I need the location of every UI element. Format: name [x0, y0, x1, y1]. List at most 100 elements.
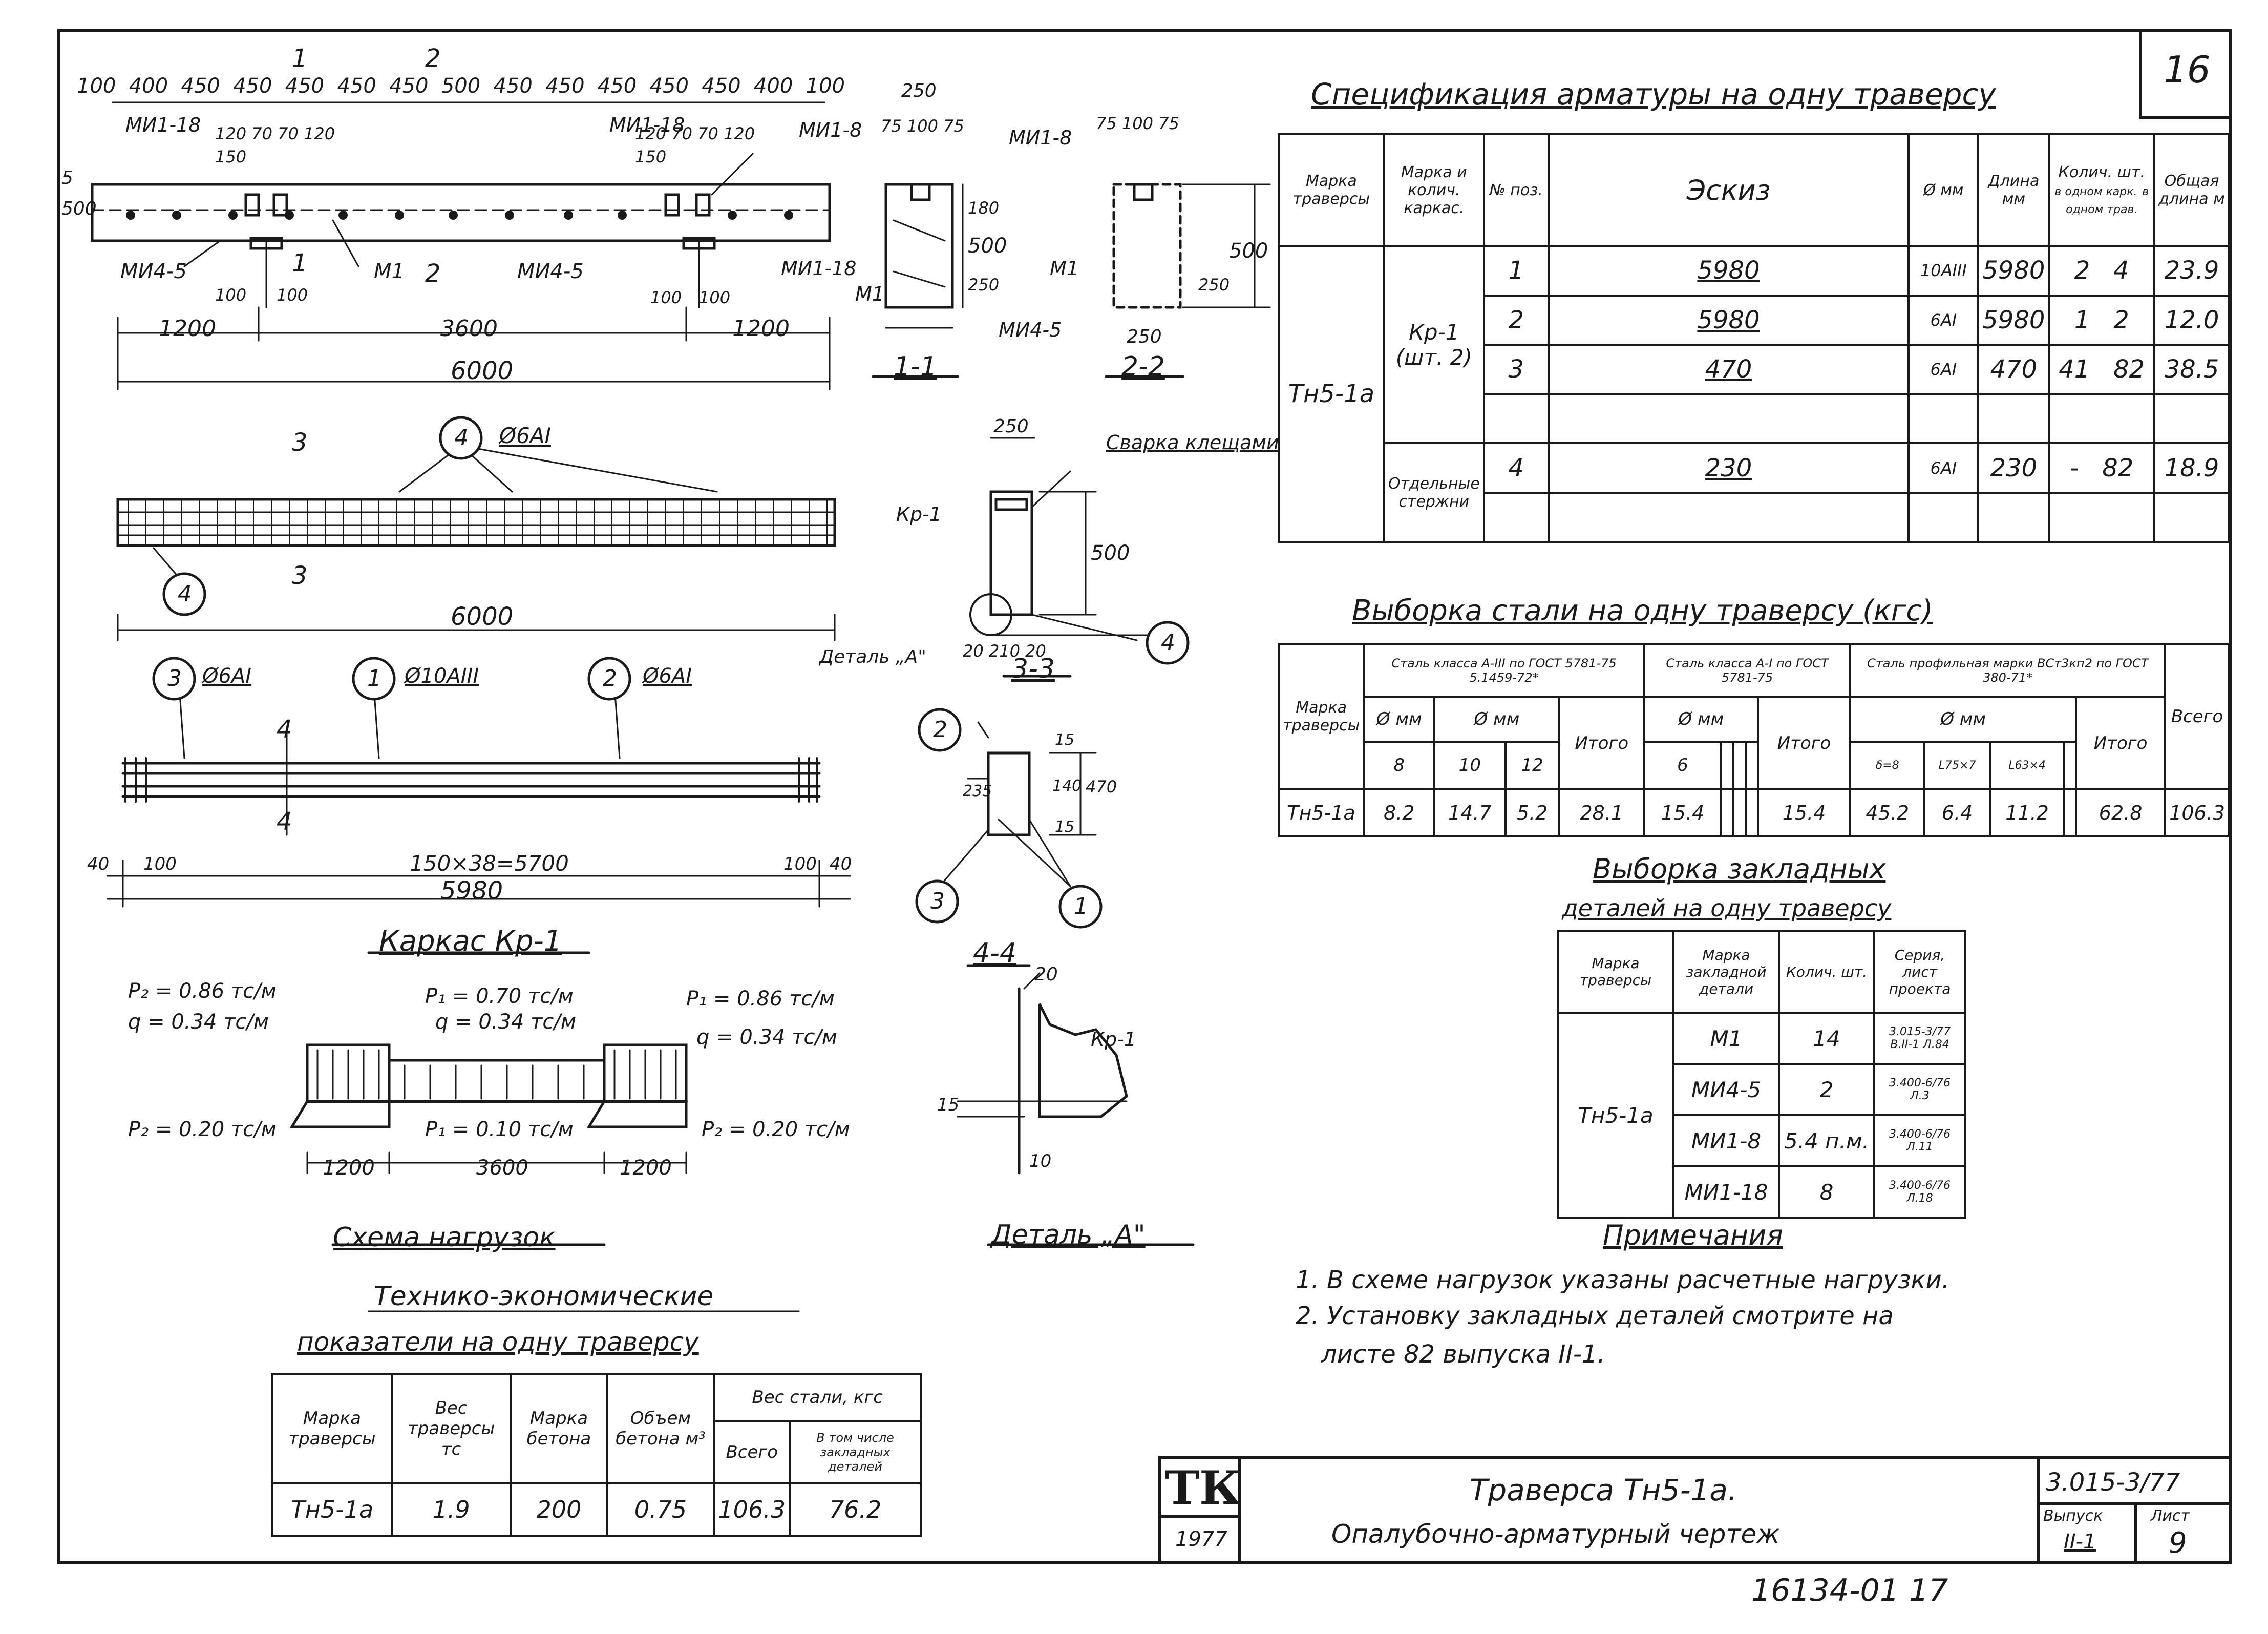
steel-h-itogo-a3: Итого [1558, 696, 1645, 790]
spec-pos: 1 [1482, 245, 1550, 297]
s33-dim-250: 250 [993, 416, 1029, 437]
dim: 20 [1025, 641, 1046, 661]
load-dim-3600: 3600 [476, 1156, 528, 1180]
top-view-dims: 100 400 450 450 450 450 450 500 450 450 … [77, 74, 845, 98]
spec-h-sketch: Эскиз [1547, 133, 1910, 247]
kr1-dim-100r: 100 [783, 854, 817, 874]
steel-trav: Тн5-1а [1277, 788, 1365, 837]
pos-4-circle-a [439, 416, 483, 460]
tech-h-concrete: Марка бетона [510, 1372, 608, 1485]
dim: 450 [702, 74, 741, 98]
dim: 120 [724, 124, 755, 143]
tech-title-1: Технико-экономические [374, 1281, 714, 1312]
pos-4-circle-b [162, 572, 206, 616]
s11-dim-row: 75 100 75 [881, 118, 964, 134]
load-p2-bot-right: P₂ = 0.20 тс/м [702, 1118, 850, 1141]
spec-empty [1482, 491, 1550, 543]
steel-dia: 10 [1433, 740, 1507, 790]
h5-left: 5 [61, 167, 73, 188]
steel-empty [1744, 788, 1759, 837]
dim: 100 [77, 74, 116, 98]
emb-ref: 3.400-6/76 Л.11 [1873, 1114, 1966, 1167]
spec-h-frame: Марка и колич. каркас. [1383, 133, 1485, 247]
da-dim-15: 15 [937, 1095, 960, 1115]
tech-concrete: 200 [510, 1482, 608, 1537]
da-dim-10: 10 [1029, 1151, 1052, 1171]
tech-h-weight: Вес траверсы тс [390, 1372, 512, 1485]
kr1-dim-40r: 40 [830, 854, 852, 874]
s44-dim-140: 140 [1052, 777, 1082, 795]
dim-100-d: 100 [699, 288, 731, 307]
dim: 450 [337, 74, 376, 98]
frame-bar-note: Ø6AI [499, 423, 551, 448]
spec-qty: 1 2 [2048, 294, 2156, 346]
spec-len: 5980 [1977, 245, 2050, 297]
section-2-2-lines [1105, 183, 1271, 378]
tech-h-steel: Вес стали, кгс [713, 1373, 922, 1422]
emb-mark: M1 [1672, 1012, 1780, 1065]
dim: 75 [1096, 114, 1117, 133]
q1: 2 [2074, 256, 2090, 285]
load-scheme-lines [289, 1043, 800, 1312]
kr1-total: 5980 [440, 876, 503, 905]
tech-steel-emb: 76.2 [789, 1482, 922, 1537]
steel-val: 15.4 [1643, 788, 1723, 837]
tech-h-emb: В том числе закладных деталей [789, 1419, 922, 1485]
section-4-4-title: 4-4 [973, 938, 1016, 969]
spec-empty [1482, 393, 1550, 445]
tech-h-total: Всего [713, 1419, 791, 1485]
steel-h-itogo-a1: Итого [1756, 696, 1852, 790]
tech-trav: Тн5-1а [271, 1482, 393, 1537]
s11-dim-180: 180 [968, 198, 1000, 218]
emb-mark: МИ4-5 [1672, 1063, 1780, 1116]
emb-qty: 14 [1778, 1012, 1875, 1065]
tech-title-2: показатели на одну траверсу [297, 1327, 699, 1357]
kr1-pos2: 2 [603, 665, 617, 692]
spec-total: 18.9 [2153, 442, 2230, 494]
spec-h-dia: Ø мм [1907, 133, 1980, 247]
steel-h-a1: Сталь класса A-I по ГОСТ 5781-75 [1643, 642, 1852, 699]
load-p1-bot: P₁ = 0.10 тс/м [425, 1118, 574, 1141]
load-dim-1200b: 1200 [620, 1156, 672, 1180]
dim: 100 [906, 116, 938, 136]
pos-1-circle [352, 657, 396, 701]
dim-6000: 6000 [451, 357, 514, 385]
steel-val: 8.2 [1363, 788, 1436, 837]
dim-100-c: 100 [650, 288, 682, 307]
mi4-5-left: МИ4-5 [120, 260, 187, 283]
steel-h-dia-a3a: Ø мм [1363, 696, 1436, 743]
load-q-right: q = 0.34 тс/м [696, 1025, 838, 1049]
s44-pos2: 2 [933, 717, 947, 743]
steel-val: 6.4 [1923, 788, 1991, 837]
s44-dim-235: 235 [963, 782, 992, 800]
emb-trav: Тн5-1а [1557, 1012, 1674, 1219]
spec-qty: 41 82 [2048, 343, 2156, 395]
section-2-2-title: 2-2 [1121, 351, 1165, 382]
s11-dim-500: 500 [968, 234, 1007, 258]
qty-label: Колич. шт. [2058, 163, 2146, 181]
q2: 82 [2113, 354, 2145, 384]
emb-h-trav: Марка траверсы [1557, 930, 1674, 1014]
s33-kr1: Кр-1 [896, 503, 942, 526]
kr1-pos3: 3 [167, 665, 182, 692]
steel-val: 5.2 [1504, 788, 1560, 837]
outer-frame [57, 29, 2232, 1564]
dim: 500 [441, 74, 481, 98]
spec-empty [2153, 491, 2230, 543]
spec-group-2: Отдельные стержни [1383, 442, 1485, 543]
spec-dia: 6AI [1907, 294, 1980, 346]
kr1-bar2: Ø6AI [643, 664, 692, 688]
steel-h-trav: Марка траверсы [1277, 642, 1365, 790]
notes-title: Примечания [1603, 1219, 1783, 1251]
kr1-title: Каркас Кр-1 [379, 925, 562, 958]
frame-sec3-top: 3 [292, 428, 308, 457]
tb-sheet: 9 [2169, 1526, 2187, 1560]
kr1-lines [107, 685, 851, 954]
frame-view-lines [116, 445, 836, 641]
tb-issue-label: Выпуск [2043, 1507, 2103, 1525]
load-scheme-title: Схема нагрузок [333, 1222, 556, 1253]
tb-year: 1977 [1175, 1527, 1227, 1551]
dim-1200-right: 1200 [732, 316, 790, 342]
steel-h-dia-a1: Ø мм [1643, 696, 1759, 743]
small-dims-left: 120 70 70 120 [215, 125, 335, 142]
